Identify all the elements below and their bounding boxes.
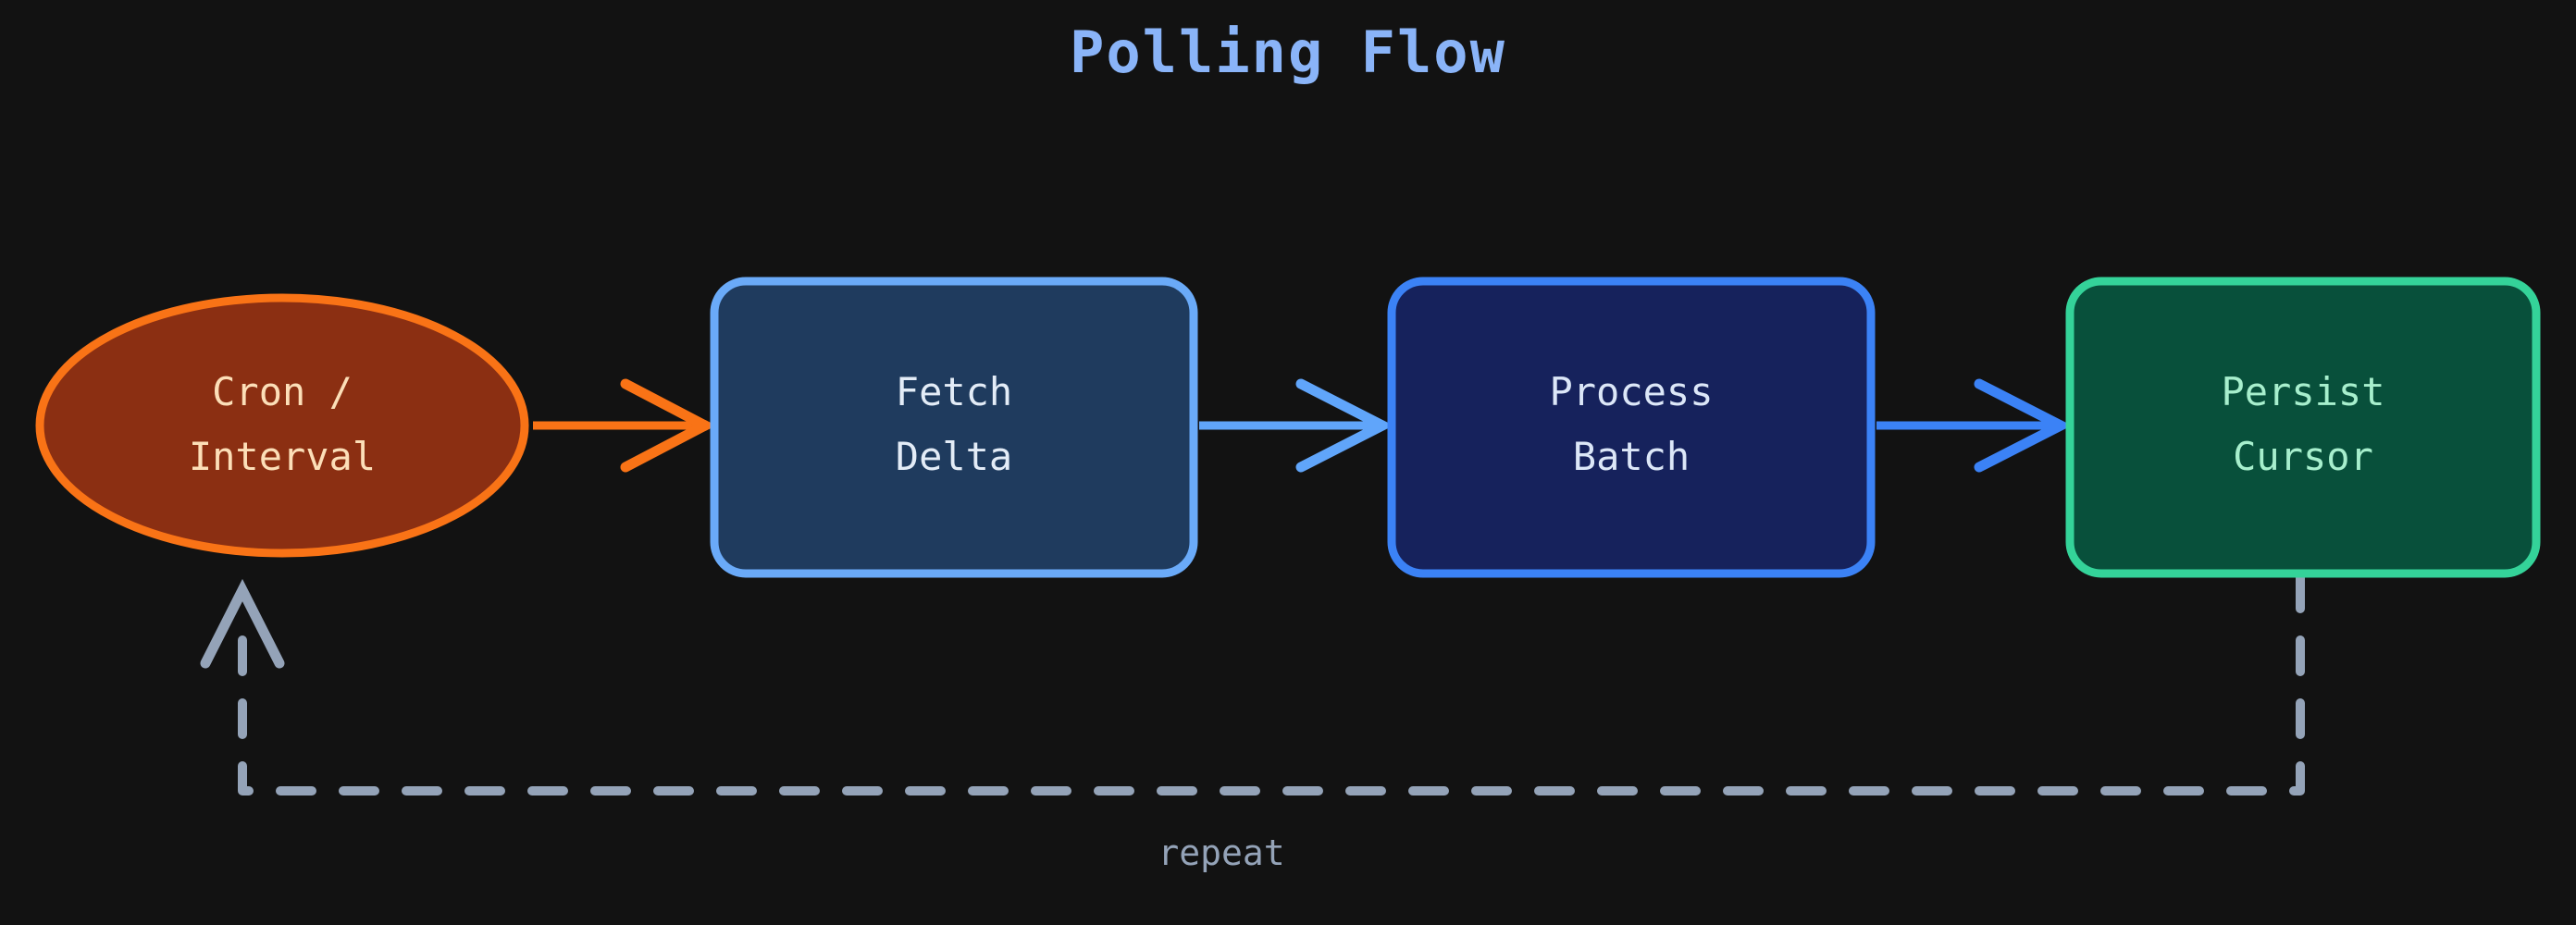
node-shape-rect — [710, 277, 1198, 578]
node-process[interactable]: Process Batch — [1387, 277, 1876, 578]
page-title: Polling Flow — [1070, 18, 1506, 86]
node-label-line2: Delta — [896, 434, 1012, 479]
node-shape-rect — [2065, 277, 2541, 578]
edge-line-persist-to-cron — [238, 573, 2305, 796]
node-label-line1: Process — [1549, 369, 1713, 414]
edge-process-to-persist[interactable] — [1876, 378, 2073, 473]
arrowhead-icon — [620, 378, 716, 473]
arrowhead-icon — [1295, 378, 1394, 473]
node-label-line2: Cursor — [2233, 434, 2373, 479]
edge-label-repeat: repeat — [1158, 832, 1284, 873]
node-persist[interactable]: Persist Cursor — [2065, 277, 2541, 578]
node-label-line1: Fetch — [896, 369, 1012, 414]
arrowhead-icon — [200, 578, 285, 669]
edge-fetch-to-process[interactable] — [1199, 378, 1394, 473]
arrowhead-icon — [1974, 378, 2073, 473]
node-cron[interactable]: Cron / Interval — [35, 293, 529, 558]
node-label-line2: Batch — [1573, 434, 1690, 479]
node-fetch[interactable]: Fetch Delta — [710, 277, 1198, 578]
node-label-line2: Interval — [189, 434, 376, 479]
node-shape-ellipse — [35, 293, 529, 558]
edge-cron-to-fetch[interactable] — [533, 378, 716, 473]
node-shape-rect — [1387, 277, 1876, 578]
node-label-line1: Cron / — [212, 369, 353, 414]
edge-persist-to-cron[interactable]: repeat — [200, 573, 2305, 873]
node-label-line1: Persist — [2221, 369, 2384, 414]
